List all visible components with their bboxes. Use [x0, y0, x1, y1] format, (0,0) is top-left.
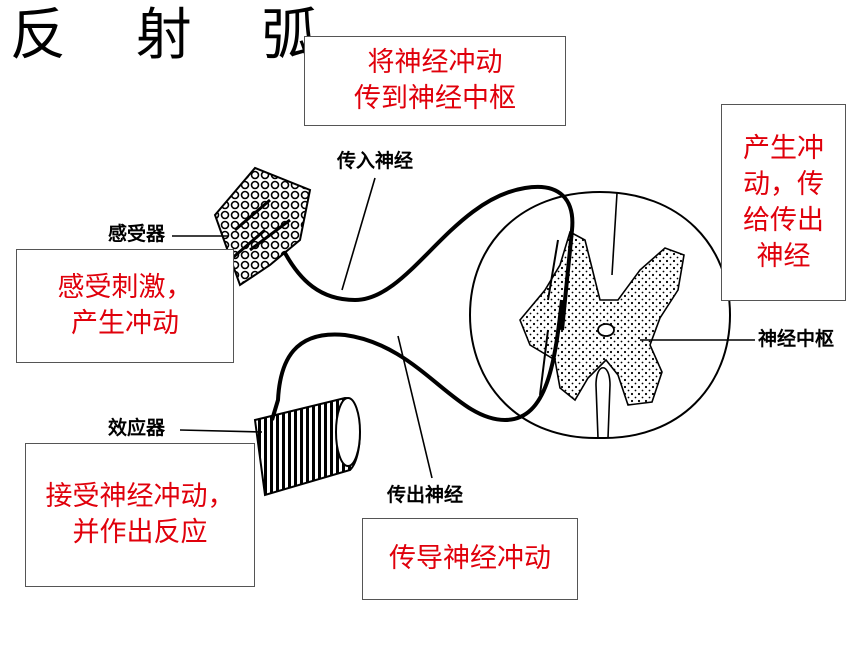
effector-role-box: 接受神经冲动， 并作出反应 [25, 443, 255, 587]
receptor-role-box: 感受刺激， 产生冲动 [16, 249, 234, 363]
afferent-nerve-fiber [283, 184, 575, 331]
afferent-leader [341, 177, 376, 291]
efferent-nerve-label: 传出神经 [387, 484, 464, 506]
dorsal-sulcus [611, 192, 618, 276]
efferent-nerve-fiber [270, 299, 564, 423]
afferent-role-line-2: 传到神经中枢 [354, 83, 516, 114]
afferent-role-box: 将神经冲动 传到神经中枢 [304, 36, 566, 126]
receptor-role-line-1: 感受刺激， [57, 272, 193, 303]
receptor-label: 感受器 [108, 223, 166, 245]
effector-leader [179, 429, 263, 433]
afferent-nerve-label: 传入神经 [337, 150, 414, 172]
efferent-leader [397, 335, 433, 479]
effector-label: 效应器 [108, 417, 166, 439]
ventral-fissure [595, 366, 611, 439]
nerve-center-label: 神经中枢 [758, 328, 835, 350]
center-role-line-4: 神经 [756, 240, 811, 272]
receptor-shape [213, 166, 312, 287]
center-role-box: 产生冲 动，传 给传出 神经 [721, 104, 846, 301]
center-role-line-3: 给传出 [743, 204, 824, 236]
effector-role-line-1: 接受神经冲动， [45, 481, 235, 512]
efferent-role-line-1: 传导神经冲动 [389, 543, 551, 574]
afferent-role-line-1: 将神经冲动 [367, 47, 503, 78]
effector-role-line-2: 并作出反应 [72, 517, 208, 548]
center-role-line-2: 动，传 [743, 168, 824, 200]
center-role-line-1: 产生冲 [743, 132, 824, 164]
page-title: 反 射 弧 [10, 3, 344, 68]
receptor-role-line-2: 产生冲动 [71, 308, 179, 339]
gray-matter [519, 230, 685, 406]
central-canal [597, 323, 615, 337]
efferent-role-box: 传导神经冲动 [362, 518, 578, 600]
